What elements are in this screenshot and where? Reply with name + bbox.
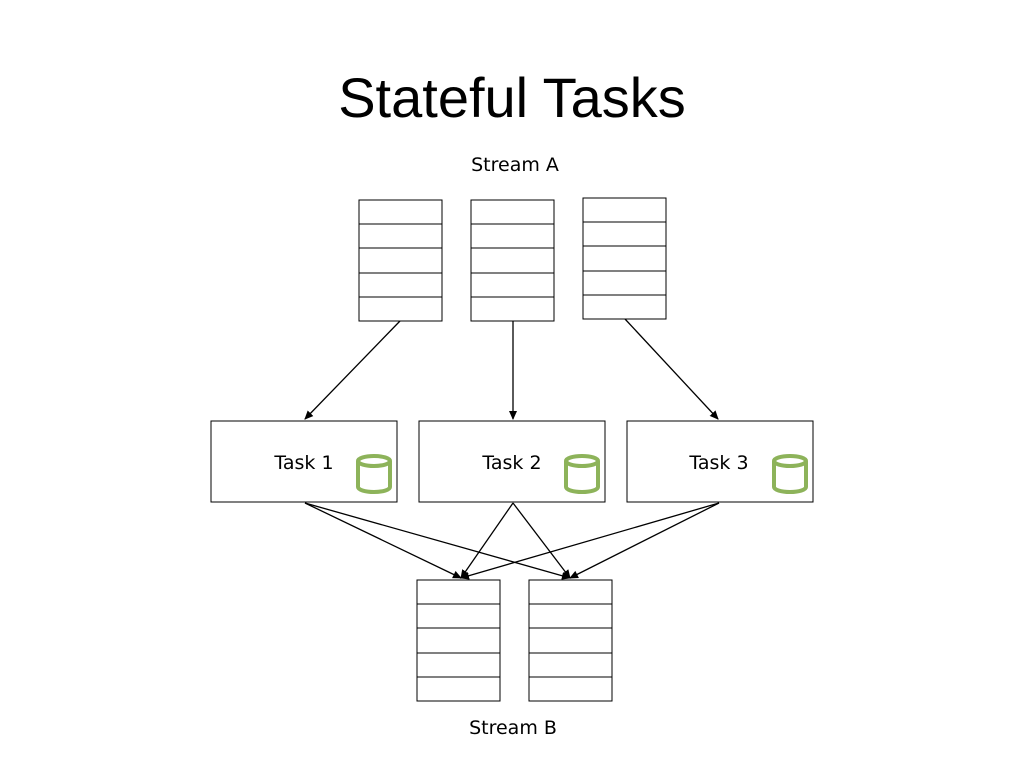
arrow-task-2-to-partition-b1 [460,502,514,579]
task-3-state-store-top [772,454,808,468]
task-1-box: Task 1 [210,420,398,503]
arrow-partition-1-to-task-1 [304,320,401,420]
stream-a-partition-2 [470,199,555,322]
task-1-state-store-body [356,461,392,494]
database-icon [356,454,392,494]
stream-a-label: Stream A [471,154,559,176]
stream-a-partition-1 [358,199,443,322]
arrow-task-2-to-partition-b2 [512,502,571,579]
arrow-task-3-to-partition-b2 [569,502,720,579]
arrow-partition-3-to-task-3 [624,318,719,420]
database-icon [564,454,600,494]
task-2-state-store-top [564,454,600,468]
stream-b-partition-2 [528,579,613,702]
task-2-label: Task 2 [481,452,541,474]
task-1-label: Task 1 [273,452,333,474]
stream-b-partition-1 [416,579,501,702]
task-3-box: Task 3 [626,420,814,503]
arrow-task-1-to-partition-b2 [304,502,571,580]
task-1-state-store-top [356,454,392,468]
task-3-state-store-body [772,461,808,494]
arrow-task-1-to-partition-b1 [304,502,462,579]
database-icon [772,454,808,494]
task-2-box: Task 2 [418,420,606,503]
task-3-label: Task 3 [688,452,748,474]
task-2-state-store-body [564,461,600,494]
stream-a-partition-3 [582,197,667,320]
stream-b-label: Stream B [469,717,557,739]
slide-title: Stateful Tasks [338,66,686,129]
arrow-task-3-to-partition-b1 [460,502,720,580]
